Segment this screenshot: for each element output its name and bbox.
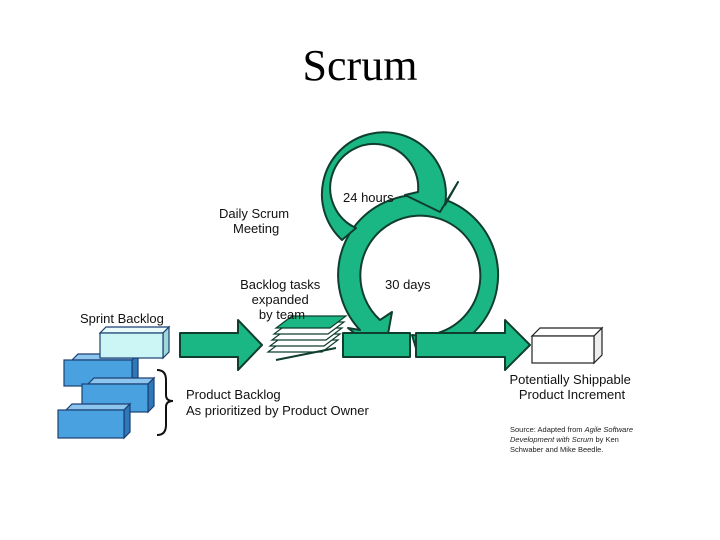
tasks-to-cycle-arrow	[342, 332, 411, 358]
daily-scrum-label: Daily Scrum Meeting	[219, 206, 293, 236]
twenty-four-hours-label: 24 hours	[343, 190, 394, 205]
product-increment-box	[530, 326, 604, 365]
cycle-to-increment-arrow	[415, 319, 531, 371]
daily-cycle-arrow	[320, 131, 459, 241]
source-note: Source: Adapted from Agile Software Deve…	[510, 425, 635, 454]
sprint-backlog-box	[98, 325, 171, 360]
slide-title: Scrum	[302, 41, 418, 90]
backlog-tasks-label: Backlog tasks expanded by team	[240, 277, 324, 322]
backlog-task-stack	[266, 315, 348, 361]
product-increment-label: Potentially Shippable Product Increment	[509, 372, 634, 402]
sprint-to-tasks-arrow	[179, 319, 263, 371]
sprint-backlog-label: Sprint Backlog	[80, 311, 164, 326]
thirty-day-cycle-arrow	[337, 194, 500, 357]
product-backlog-label: Product Backlog As prioritized by Produc…	[186, 387, 369, 418]
product-backlog-boxes	[57, 352, 156, 440]
thirty-days-label: 30 days	[385, 277, 431, 292]
product-backlog-brace	[156, 369, 174, 436]
